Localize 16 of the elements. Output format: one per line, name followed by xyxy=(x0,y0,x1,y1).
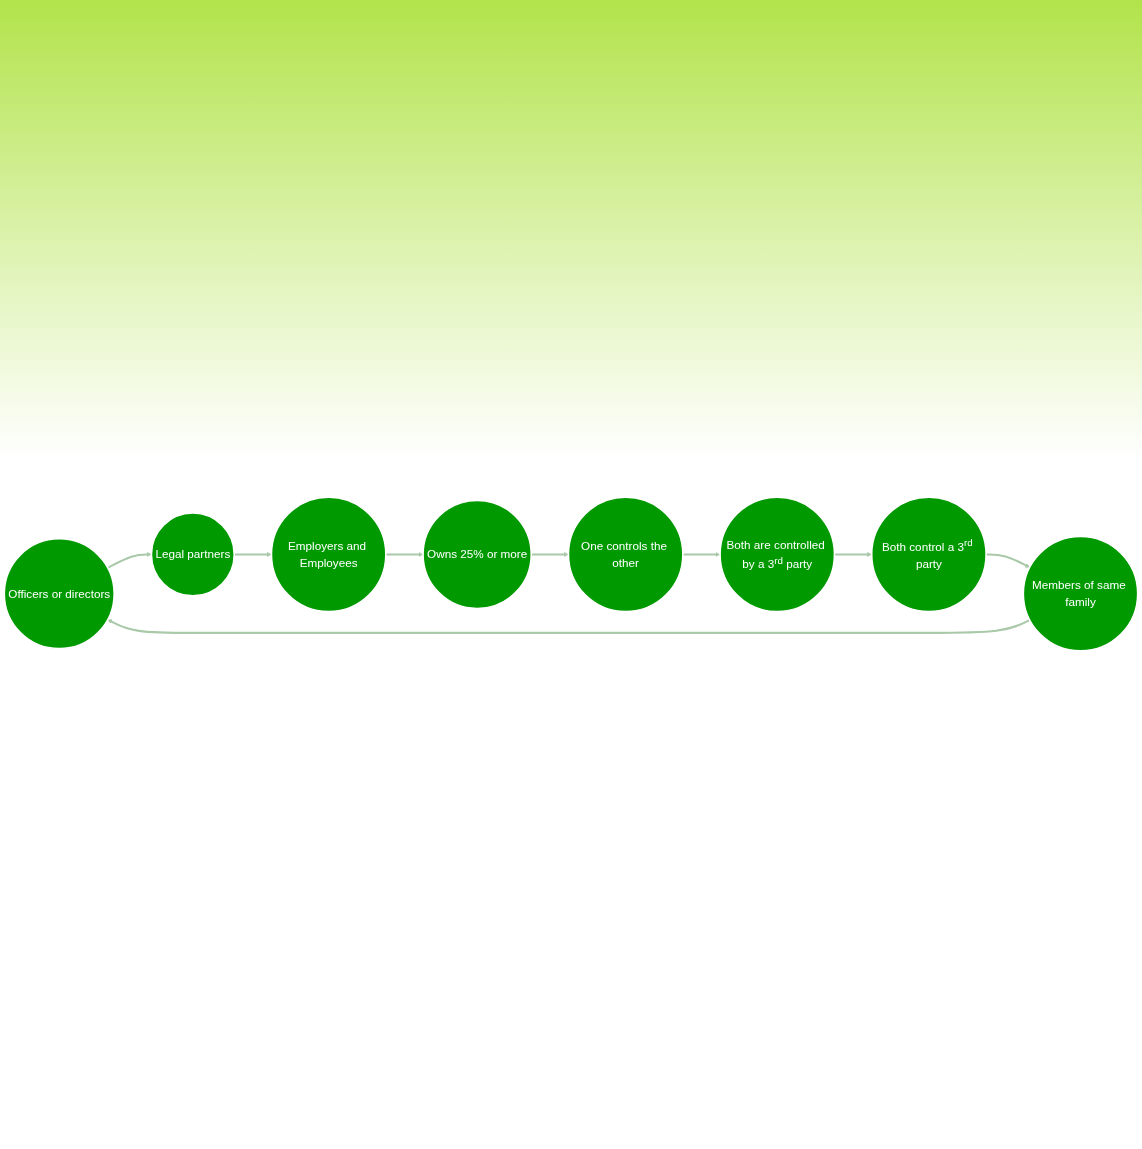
node-circle: One controls the other xyxy=(567,496,684,613)
arrow xyxy=(531,552,569,558)
node-circle: Members of same family xyxy=(1022,536,1139,653)
node-circle: Employers and Employees xyxy=(270,496,387,613)
node-circle: Legal partners xyxy=(150,512,235,598)
arrow xyxy=(385,552,424,558)
arrow xyxy=(107,552,152,570)
arrow xyxy=(986,553,1030,569)
arrow xyxy=(234,552,272,558)
arrow xyxy=(682,552,721,558)
node-circle: Both control a 3$^{rd}$ party xyxy=(870,496,987,613)
node-circle: Both are controlled by a 3$^{rd}$ party xyxy=(719,496,836,613)
node-circle: Officers or directors xyxy=(3,538,115,650)
arrow xyxy=(107,619,1031,635)
node-circle: Owns 25% or more xyxy=(422,500,533,610)
arrow xyxy=(834,552,872,558)
